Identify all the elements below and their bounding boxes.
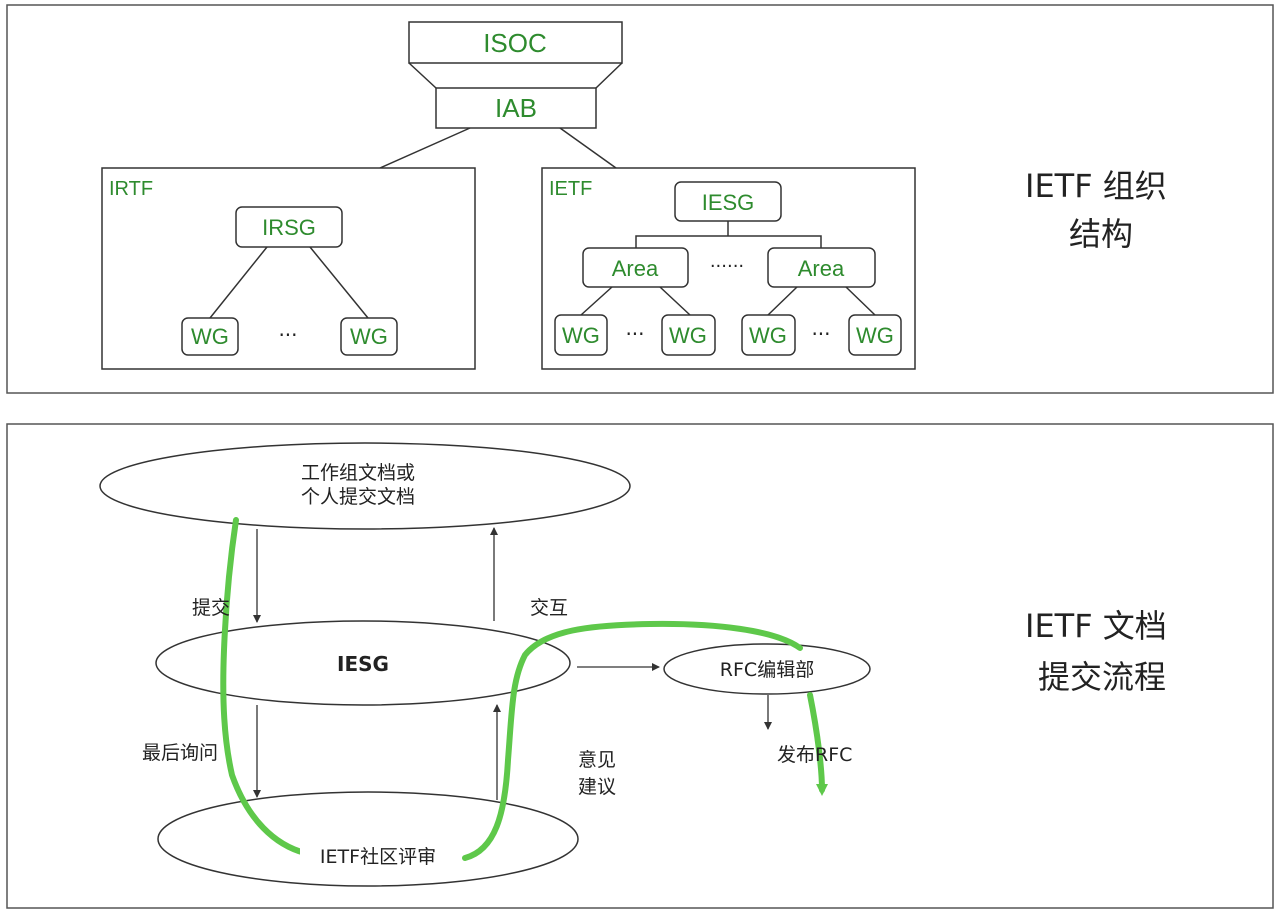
iesg-ellipse (155, 620, 571, 706)
irtf-wg-left-box (181, 317, 239, 356)
iesg-area-connector (635, 221, 822, 248)
iesg-ellipse-label: IESG (337, 652, 389, 676)
label-publish: 发布RFC (777, 744, 852, 766)
area-right-label: Area (798, 256, 845, 281)
irtf-wg-right-box (340, 317, 398, 356)
iab-label: IAB (495, 93, 537, 123)
irtf-wg-right-label: WG (350, 324, 388, 349)
isoc-iab-connector (408, 62, 623, 89)
irsg-wg-lines (209, 246, 369, 319)
ietf-wg2-label: WG (669, 323, 707, 348)
area-left-label: Area (612, 256, 659, 281)
area-ellipsis: ······ (710, 256, 744, 277)
flow-caption-line2: 提交流程 (1038, 658, 1166, 696)
ietf-wg3-label: WG (749, 323, 787, 348)
ietf-wg3-box (741, 314, 796, 356)
label-comments-line1: 意见 (578, 749, 616, 771)
irsg-box (235, 206, 343, 248)
flow-panel: 工作组文档或 个人提交文档 IESG RFC编辑部 IETF社区评审 提交 交互… (6, 423, 1274, 909)
docs-ellipse (99, 442, 631, 530)
irtf-container (101, 167, 476, 370)
label-comments-line2: 建议 (578, 776, 616, 798)
org-caption-line1: IETF 组织 (1025, 167, 1167, 205)
irtf-wg-left-label: WG (191, 324, 229, 349)
ietf-wg-ellipsis-1: ··· (625, 322, 644, 346)
community-review-label: IETF社区评审 (320, 846, 436, 868)
isoc-label: ISOC (483, 28, 547, 58)
label-submit: 提交 (192, 597, 230, 619)
ietf-wg1-label: WG (562, 323, 600, 348)
ietf-title: IETF (549, 178, 592, 200)
org-structure-panel: ISOC IAB IRTF IRSG WG ··· WG IETF IESG A… (6, 4, 1274, 394)
label-last-call: 最后询问 (142, 742, 218, 764)
ietf-wg4-label: WG (856, 323, 894, 348)
flow-path-right (462, 620, 803, 861)
label-interact: 交互 (530, 597, 568, 619)
docs-ellipse-line2: 个人提交文档 (301, 486, 415, 508)
flow-caption-line1: IETF 文档 (1025, 607, 1167, 645)
area-left-box (582, 247, 689, 288)
ietf-wg2-box (661, 314, 716, 356)
ietf-wg-ellipsis-2: ··· (811, 322, 830, 346)
docs-ellipse-line1: 工作组文档或 (301, 462, 415, 484)
iab-box (435, 87, 597, 129)
area-right-box (767, 247, 876, 288)
ietf-wg4-box (848, 314, 902, 356)
ietf-iesg-label: IESG (702, 190, 755, 215)
community-review-label-bg (300, 838, 458, 870)
irtf-wg-ellipsis: ··· (278, 323, 297, 347)
iab-branch-lines (379, 127, 617, 169)
flow-path-publish (807, 692, 828, 796)
ietf-wg1-box (554, 314, 608, 356)
area-wg-lines (580, 286, 876, 316)
irsg-label: IRSG (262, 215, 316, 240)
rfc-editor-ellipse (663, 643, 871, 695)
irtf-title: IRTF (109, 178, 153, 200)
rfc-editor-label: RFC编辑部 (720, 659, 814, 681)
org-caption-line2: 结构 (1069, 215, 1133, 253)
flow-path-left (220, 517, 308, 856)
isoc-box (408, 21, 623, 64)
